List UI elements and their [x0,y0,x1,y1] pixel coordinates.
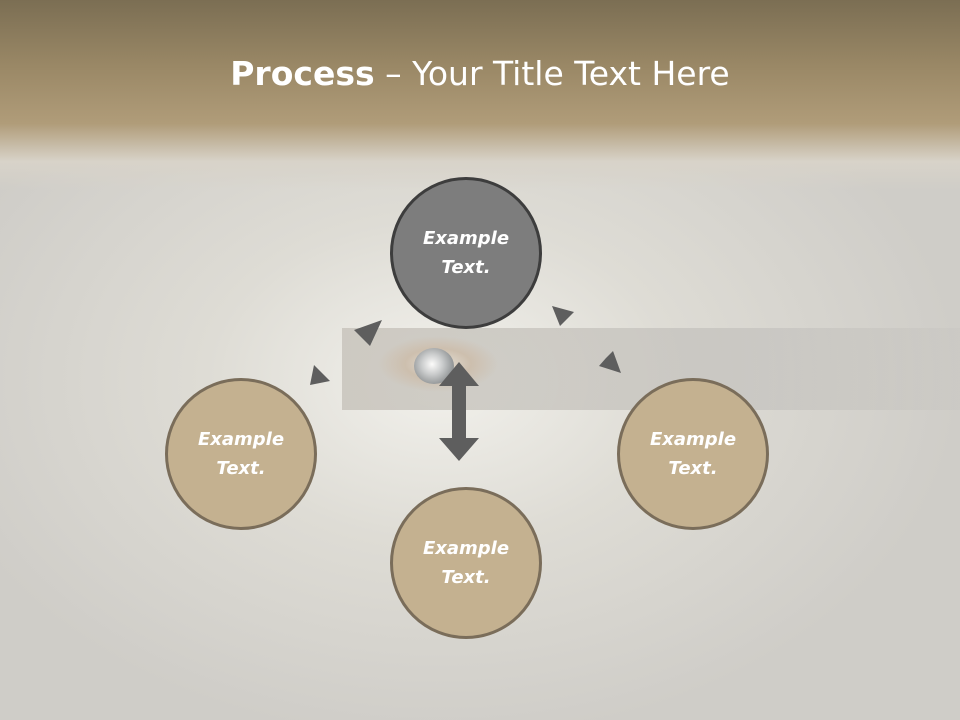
left-circle-text: Example Text. [186,425,296,483]
top-circle-text: Example Text. [411,224,521,282]
arrow-to-left-circle [310,320,382,385]
title-banner [0,0,960,190]
right-circle-text: Example Text. [638,425,748,483]
right-circle: Example Text. [617,378,769,530]
left-circle: Example Text. [165,378,317,530]
bottom-circle: Example Text. [390,487,542,639]
bottom-circle-text: Example Text. [411,534,521,592]
bottom-circle-line1: Example [422,538,510,559]
left-circle-line2: Text. [216,458,266,479]
slide-title: Process – Your Title Text Here [0,52,960,96]
title-strong: Process [230,54,375,93]
right-circle-line1: Example [649,429,737,450]
bottom-circle-line2: Text. [441,567,491,588]
title-rest: – Your Title Text Here [374,54,730,93]
top-circle: Example Text. [390,177,542,329]
left-circle-line1: Example [197,429,285,450]
top-circle-line2: Text. [441,257,491,278]
top-circle-line1: Example [422,228,510,249]
arrow-to-right-circle [552,306,621,373]
right-circle-line2: Text. [668,458,718,479]
arrow-to-bottom-circle [439,362,479,461]
